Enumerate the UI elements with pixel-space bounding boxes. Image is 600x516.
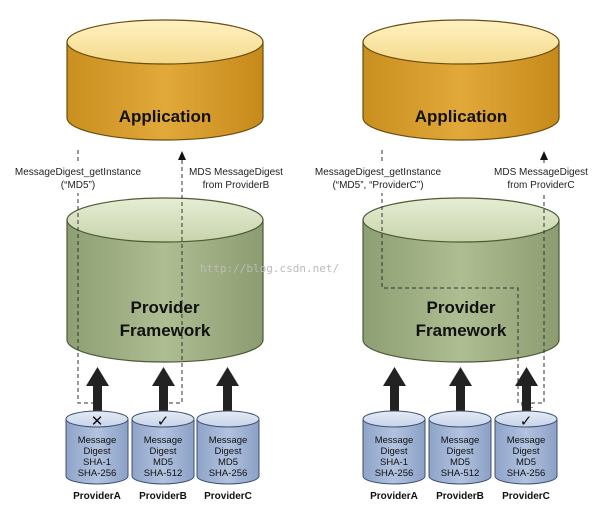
left-provider-b-line3: MD5: [153, 457, 173, 468]
left-arrow-shaft-b: [159, 383, 168, 413]
right-return-note-line2: from ProviderC: [507, 180, 574, 191]
left-call-note-bg: [4, 163, 146, 193]
left-diagram: Application Provider Framework MessageDi…: [4, 19, 284, 502]
left-return-note-line2: from ProviderB: [203, 180, 270, 191]
left-provider-b: ✓ Message Digest MD5 SHA-512 ProviderB: [131, 410, 195, 502]
left-provider-b-line1: Message: [144, 435, 183, 446]
left-provider-b-name: ProviderB: [139, 491, 187, 502]
right-provider-c-line1: Message: [507, 435, 546, 446]
left-provider-c-name: ProviderC: [204, 491, 252, 502]
left-provider-a: ✕ Message Digest SHA-1 SHA-256 ProviderA: [65, 410, 129, 502]
right-arrow-shaft-c: [522, 383, 531, 413]
right-provider-a-line2: Digest: [381, 446, 408, 457]
left-provider-a-line2: Digest: [84, 446, 111, 457]
left-return-note-line1: MDS MessageDigest: [189, 167, 283, 178]
right-provider-c-line2: Digest: [513, 446, 540, 457]
left-call-note-line1: MessageDigest_getInstance: [15, 167, 142, 178]
left-provider-b-check-icon: ✓: [157, 412, 170, 430]
right-arrow-head-b: [449, 367, 472, 386]
left-provider-a-line1: Message: [78, 435, 117, 446]
right-provider-a: Message Digest SHA-1 SHA-256 ProviderA: [362, 410, 426, 502]
right-return-note-bg: [492, 163, 590, 193]
right-return-note-line1: MDS MessageDigest: [494, 167, 588, 178]
right-provider-b-line2: Digest: [447, 446, 474, 457]
right-call-note-line2: (“MD5”, “ProviderC”): [332, 180, 423, 191]
watermark-text: http://blog.csdn.net/: [200, 262, 339, 275]
left-provider-b-line2: Digest: [150, 446, 177, 457]
right-provider-c-name: ProviderC: [502, 491, 550, 502]
right-application-cylinder: Application: [362, 19, 560, 141]
right-framework-label-line1: Provider: [427, 298, 496, 317]
right-provider-a-line1: Message: [375, 435, 414, 446]
right-arrow-head-c: [515, 367, 538, 386]
right-provider-arrows: [383, 367, 538, 413]
left-provider-a-cross-icon: ✕: [91, 412, 104, 430]
right-provider-c: ✓ Message Digest MD5 SHA-256 ProviderC: [494, 410, 558, 502]
right-provider-b-line4: SHA-512: [441, 468, 480, 479]
left-provider-a-name: ProviderA: [73, 491, 121, 502]
right-provider-c-line4: SHA-256: [507, 468, 546, 479]
right-provider-a-line4: SHA-256: [375, 468, 414, 479]
right-provider-a-name: ProviderA: [370, 491, 418, 502]
left-framework-label-line2: Framework: [120, 321, 211, 340]
left-provider-c-line4: SHA-256: [209, 468, 248, 479]
left-provider-b-line4: SHA-512: [144, 468, 183, 479]
left-provider-a-line3: SHA-1: [83, 457, 111, 468]
left-application-cylinder: Application: [66, 19, 264, 141]
right-arrow-shaft-a: [390, 383, 399, 413]
left-call-note-line2: (“MD5”): [61, 180, 95, 191]
left-framework-label-line1: Provider: [131, 298, 200, 317]
left-arrow-head-c: [216, 367, 239, 386]
right-return-arrowhead: [540, 151, 548, 160]
right-provider-b-line3: MD5: [450, 457, 470, 468]
left-return-arrowhead: [178, 151, 186, 160]
left-provider-a-line4: SHA-256: [78, 468, 117, 479]
left-provider-c-line3: MD5: [218, 457, 238, 468]
right-provider-c-line3: MD5: [516, 457, 536, 468]
right-framework-label-line2: Framework: [416, 321, 507, 340]
right-framework-cylinder: Provider Framework: [362, 197, 560, 363]
left-arrow-head-b: [152, 367, 175, 386]
right-provider-b-name: ProviderB: [436, 491, 484, 502]
right-diagram: Application Provider Framework MessageDi…: [302, 19, 590, 502]
right-call-note-line1: MessageDigest_getInstance: [315, 167, 442, 178]
left-arrow-shaft-c: [223, 383, 232, 413]
left-arrow-head-a: [86, 367, 109, 386]
left-provider-c: Message Digest MD5 SHA-256 ProviderC: [196, 410, 260, 502]
left-framework-cylinder: Provider Framework: [66, 197, 264, 363]
right-arrow-shaft-b: [456, 383, 465, 413]
left-arrow-shaft-a: [93, 383, 102, 413]
right-provider-c-check-icon: ✓: [520, 412, 533, 430]
right-arrow-head-a: [383, 367, 406, 386]
left-application-label: Application: [119, 107, 212, 126]
left-provider-arrows: [86, 367, 239, 413]
right-provider-b-line1: Message: [441, 435, 480, 446]
right-provider-b: Message Digest MD5 SHA-512 ProviderB: [428, 410, 492, 502]
right-provider-a-line3: SHA-1: [380, 457, 408, 468]
left-provider-c-line1: Message: [209, 435, 248, 446]
left-return-note-bg: [188, 163, 284, 193]
left-provider-c-line2: Digest: [215, 446, 242, 457]
right-application-label: Application: [415, 107, 508, 126]
right-call-note-bg: [302, 163, 452, 193]
